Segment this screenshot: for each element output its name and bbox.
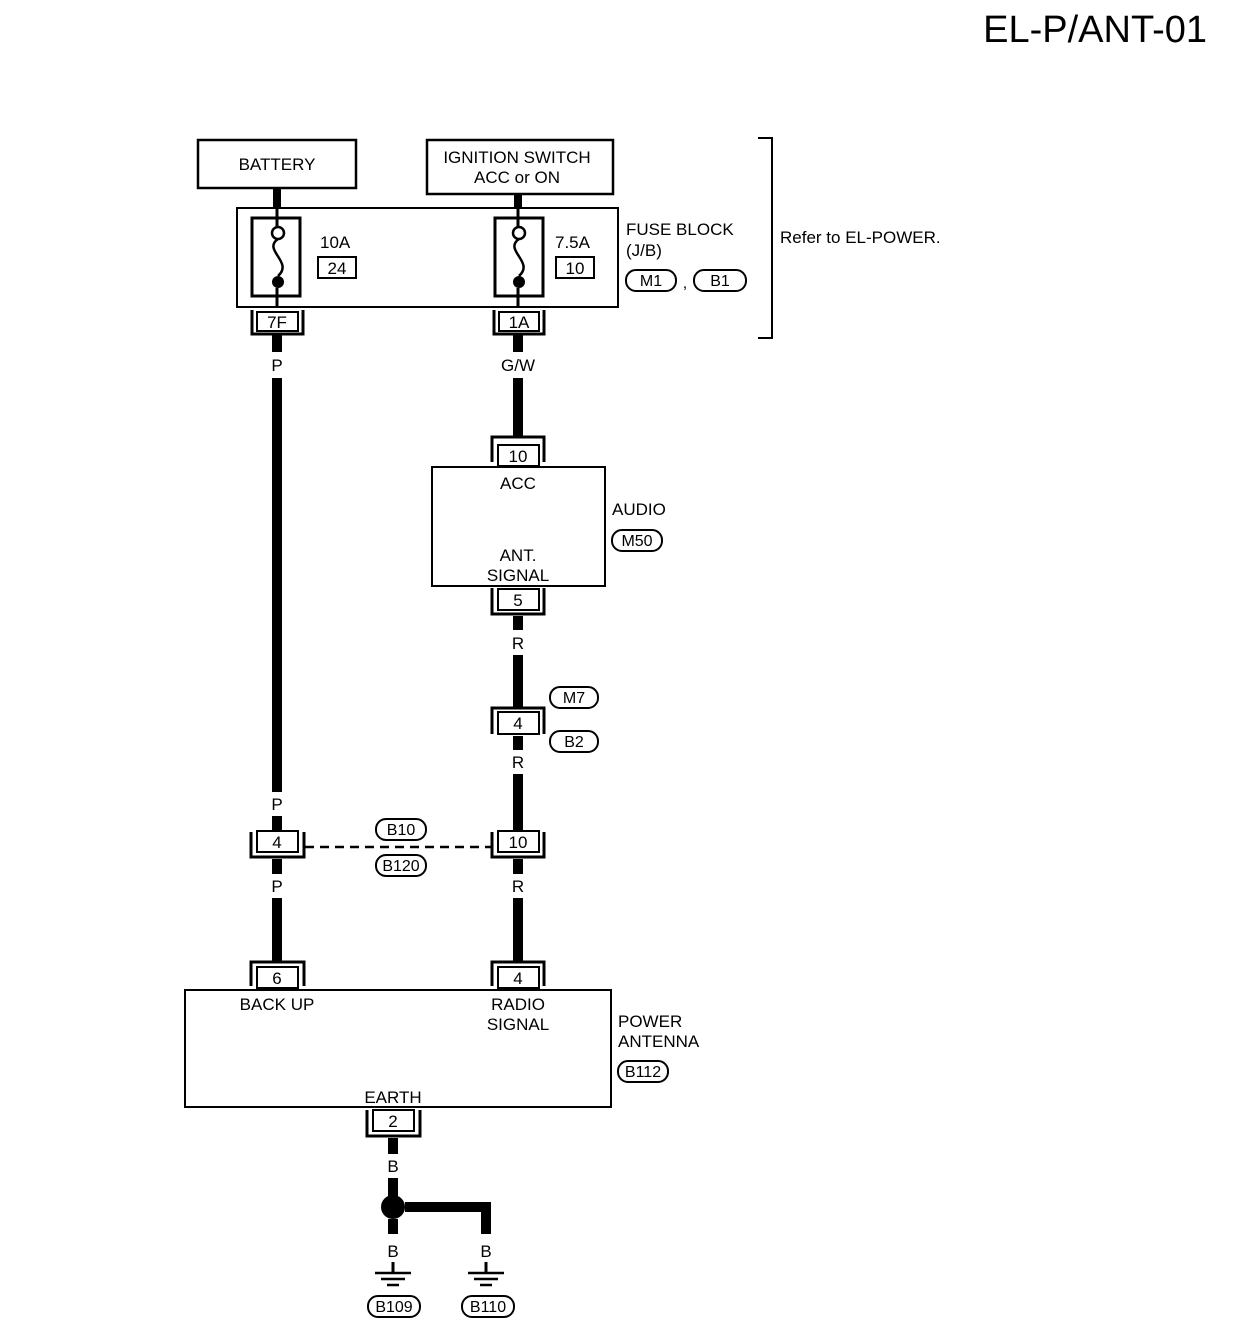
antenna-radio-label: RADIO [491, 995, 545, 1014]
audio-ant-terminal: 5 [513, 591, 522, 610]
connector-m7: M7 [563, 690, 585, 707]
connector-badge [693, 269, 747, 292]
wire-color-b-earth: B [387, 1157, 398, 1176]
joint-right-terminal: 10 [509, 833, 528, 852]
audio-acc-label: ACC [500, 474, 536, 493]
wire-color-p-top: P [271, 356, 282, 375]
wire-color-r-1: R [512, 634, 524, 653]
connector-badge [549, 730, 599, 753]
fuse-block-connector-1: M1 [640, 273, 662, 290]
power-antenna-unit: BACK UP RADIO SIGNAL EARTH [184, 989, 612, 1108]
terminal-connector: 4 [490, 960, 546, 989]
connector-b10: B10 [387, 822, 416, 839]
fuse-block-connector-2: B1 [710, 273, 730, 290]
fuse-block: 10A 24 7.5A 10 [236, 207, 619, 308]
connector-badge [375, 854, 427, 877]
ignition-switch-position: ACC or ON [474, 168, 560, 187]
battery-box: BATTERY [196, 138, 358, 190]
connector-badge [611, 529, 663, 552]
terminal-connector: 4 [490, 706, 546, 735]
terminal-connector: 4 [249, 830, 306, 859]
ground-icon [468, 1262, 504, 1287]
connector-badge [367, 1295, 421, 1318]
connector-badge [625, 269, 677, 292]
wire-color-p-below-joint: P [271, 877, 282, 896]
connector-badge [461, 1295, 515, 1318]
antenna-signal-label: SIGNAL [487, 1015, 549, 1034]
fuse-icon [493, 208, 545, 307]
ignition-switch-box: IGNITION SWITCH ACC or ON [425, 138, 615, 196]
antenna-backup-label: BACK UP [240, 995, 315, 1014]
ground-1-wire-color: B [387, 1242, 398, 1261]
refer-note: Refer to EL-POWER. [780, 228, 941, 247]
fuse-icon [250, 208, 302, 307]
terminal-connector: 7F [250, 310, 305, 336]
antenna-radio-terminal: 4 [513, 969, 522, 988]
ground-2-wire-color: B [480, 1242, 491, 1261]
joint-left-terminal: 4 [272, 833, 281, 852]
terminal-connector: 6 [249, 960, 306, 989]
terminal-connector: 10 [490, 435, 546, 467]
fuse-1-number: 24 [328, 259, 347, 278]
terminal-1a: 1A [509, 313, 530, 332]
battery-label: BATTERY [239, 155, 316, 174]
audio-name: AUDIO [612, 500, 666, 519]
connector-b120: B120 [382, 858, 419, 875]
audio-connector: M50 [621, 533, 652, 550]
ground-1-connector: B109 [375, 1299, 412, 1316]
antenna-name-2: ANTENNA [618, 1032, 700, 1051]
fuse-block-jb: (J/B) [626, 241, 662, 260]
antenna-earth-terminal: 2 [388, 1112, 397, 1131]
connector-badge [375, 818, 427, 841]
audio-acc-terminal: 10 [509, 447, 528, 466]
antenna-earth-label: EARTH [364, 1088, 421, 1107]
connector-badge [617, 1060, 669, 1083]
fuse-1-amps: 10A [320, 233, 351, 252]
terminal-connector: 5 [490, 588, 546, 616]
joint-m7-terminal: 4 [513, 714, 522, 733]
wire-color-r-2: R [512, 753, 524, 772]
audio-unit: ACC ANT. SIGNAL [431, 466, 606, 587]
audio-ant-label: ANT. [500, 546, 537, 565]
connector-separator: , [683, 275, 687, 292]
terminal-connector: 1A [492, 310, 546, 336]
splice-point [381, 1195, 405, 1219]
refer-bracket [758, 137, 773, 339]
ignition-switch-label: IGNITION SWITCH [443, 148, 590, 167]
fuse-2-number: 10 [566, 259, 585, 278]
fuse-block-label: FUSE BLOCK [626, 220, 734, 239]
wire-segment [405, 1202, 491, 1234]
fuse-2-amps: 7.5A [555, 233, 591, 252]
page-code: EL-P/ANT-01 [983, 9, 1207, 51]
terminal-connector: 10 [490, 830, 546, 859]
antenna-name-1: POWER [618, 1012, 682, 1031]
wire-color-p-above-joint: P [271, 795, 282, 814]
terminal-7f: 7F [267, 313, 287, 332]
ground-2-connector: B110 [470, 1299, 506, 1316]
antenna-backup-terminal: 6 [272, 969, 281, 988]
connector-b2: B2 [564, 734, 584, 751]
terminal-connector: 2 [365, 1109, 422, 1138]
wire-color-gw: G/W [501, 356, 535, 375]
audio-signal-label: SIGNAL [487, 566, 549, 585]
wire-color-r-3: R [512, 877, 524, 896]
ground-icon [375, 1262, 411, 1287]
antenna-connector: B112 [625, 1064, 661, 1081]
connector-badge [549, 686, 599, 709]
